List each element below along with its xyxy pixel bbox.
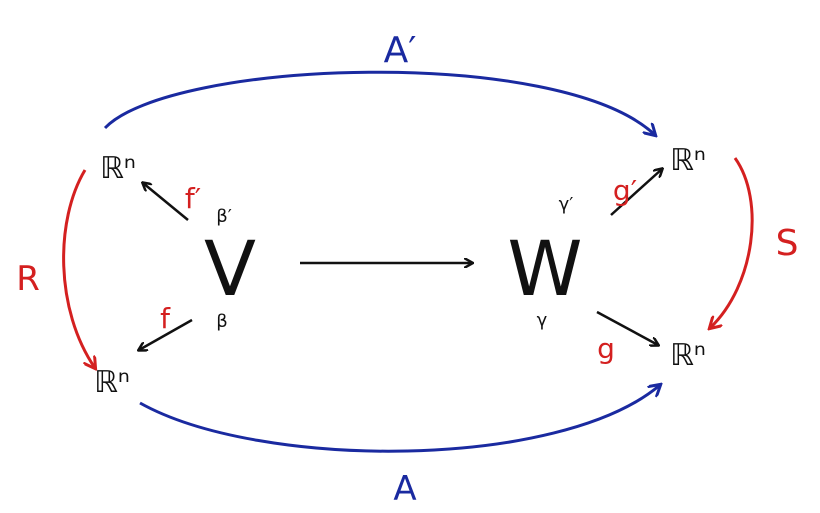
arrow-g (596, 310, 658, 345)
arrow-g-prime (610, 169, 662, 216)
label-r: R (16, 259, 40, 299)
label-f-prime: f′ (185, 182, 201, 215)
arrow-s (710, 157, 754, 328)
arrow-f-prime (143, 183, 189, 221)
label-f: f (160, 302, 171, 335)
arrow-a (139, 385, 660, 453)
label-g-prime: g′ (613, 174, 637, 207)
basis-gamma-prime: γ′ (559, 194, 574, 215)
node-rn-top-left: ℝⁿ (100, 151, 136, 186)
label-g: g (597, 332, 615, 365)
basis-beta-prime: β′ (216, 206, 232, 227)
node-rn-top-right: ℝⁿ (670, 143, 706, 178)
node-w: W (507, 224, 582, 313)
node-v: V (204, 224, 256, 313)
basis-beta: β (216, 311, 228, 332)
arrow-r (62, 169, 95, 368)
label-a-prime: A′ (384, 30, 417, 71)
arrow-a-prime (103, 70, 655, 135)
arrow-f (139, 318, 193, 350)
node-rn-bottom-right: ℝⁿ (670, 338, 706, 373)
label-s: S (776, 223, 799, 264)
node-rn-bottom-left: ℝⁿ (94, 365, 130, 400)
label-a: A (393, 469, 416, 509)
basis-gamma: γ (537, 310, 548, 331)
